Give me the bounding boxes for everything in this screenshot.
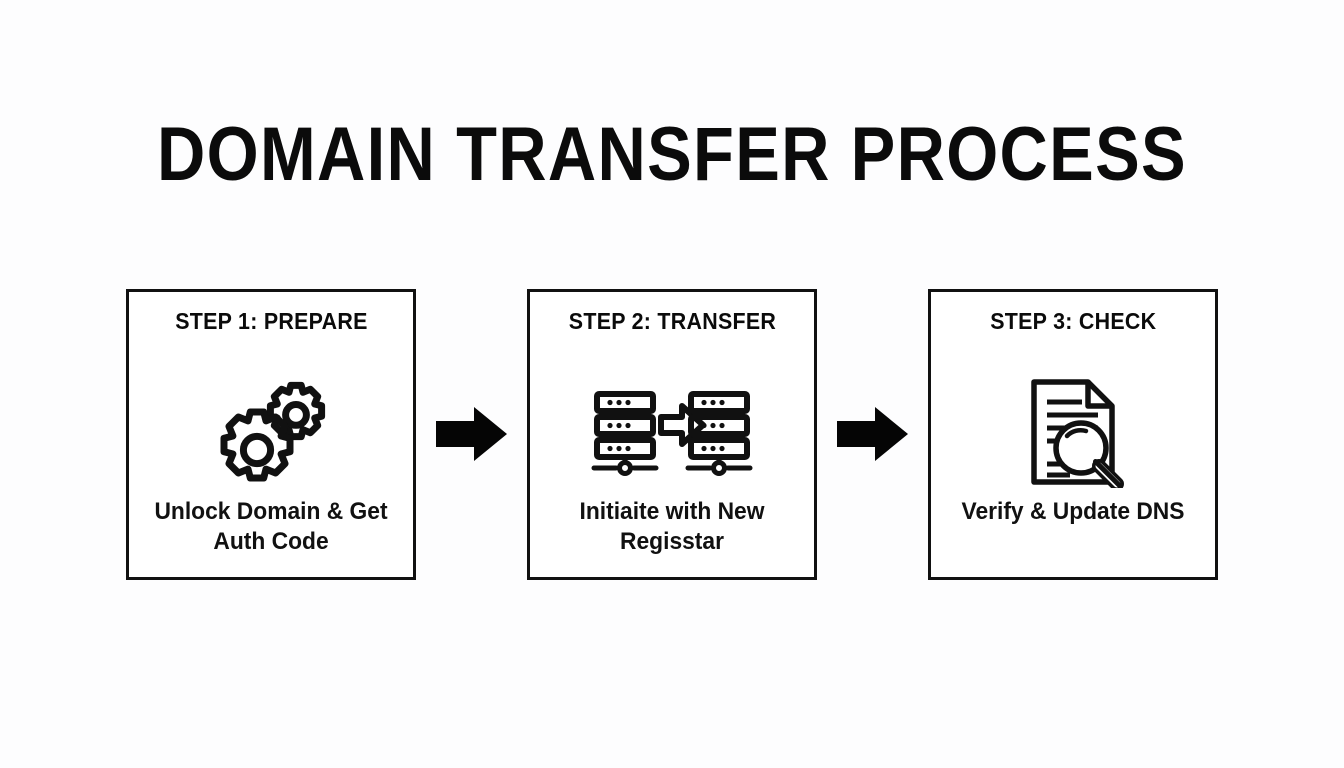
- document-search-icon: [931, 372, 1215, 492]
- step-card-3[interactable]: STEP 3: CHECK: [928, 288, 1218, 580]
- step-card-3-header: STEP 3: CHECK: [989, 307, 1157, 334]
- arrow-right-icon-1: [435, 406, 508, 462]
- step-card-1-header: STEP 1: PREPARE: [174, 307, 368, 334]
- step-card-2-header: STEP 2: TRANSFER: [568, 307, 776, 334]
- step-card-2[interactable]: STEP 2: TRANSFER: [527, 288, 817, 580]
- step-card-1-caption: Unlock Domain & Get Auth Code: [154, 497, 388, 555]
- process-flow: STEP 1: PREPARE Unlock Domain & Get Auth…: [126, 288, 1218, 580]
- arrow-right-icon-2: [836, 406, 909, 462]
- step-card-2-caption: Initiaite with New Regisstar: [579, 497, 765, 555]
- gears-icon: [129, 372, 413, 492]
- server-transfer-icon: [530, 372, 814, 492]
- step-card-3-caption: Verify & Update DNS: [961, 497, 1185, 525]
- page-title: DOMAIN TRANSFER PROCESS: [157, 112, 1187, 197]
- step-card-1[interactable]: STEP 1: PREPARE Unlock Domain & Get Auth…: [126, 288, 416, 580]
